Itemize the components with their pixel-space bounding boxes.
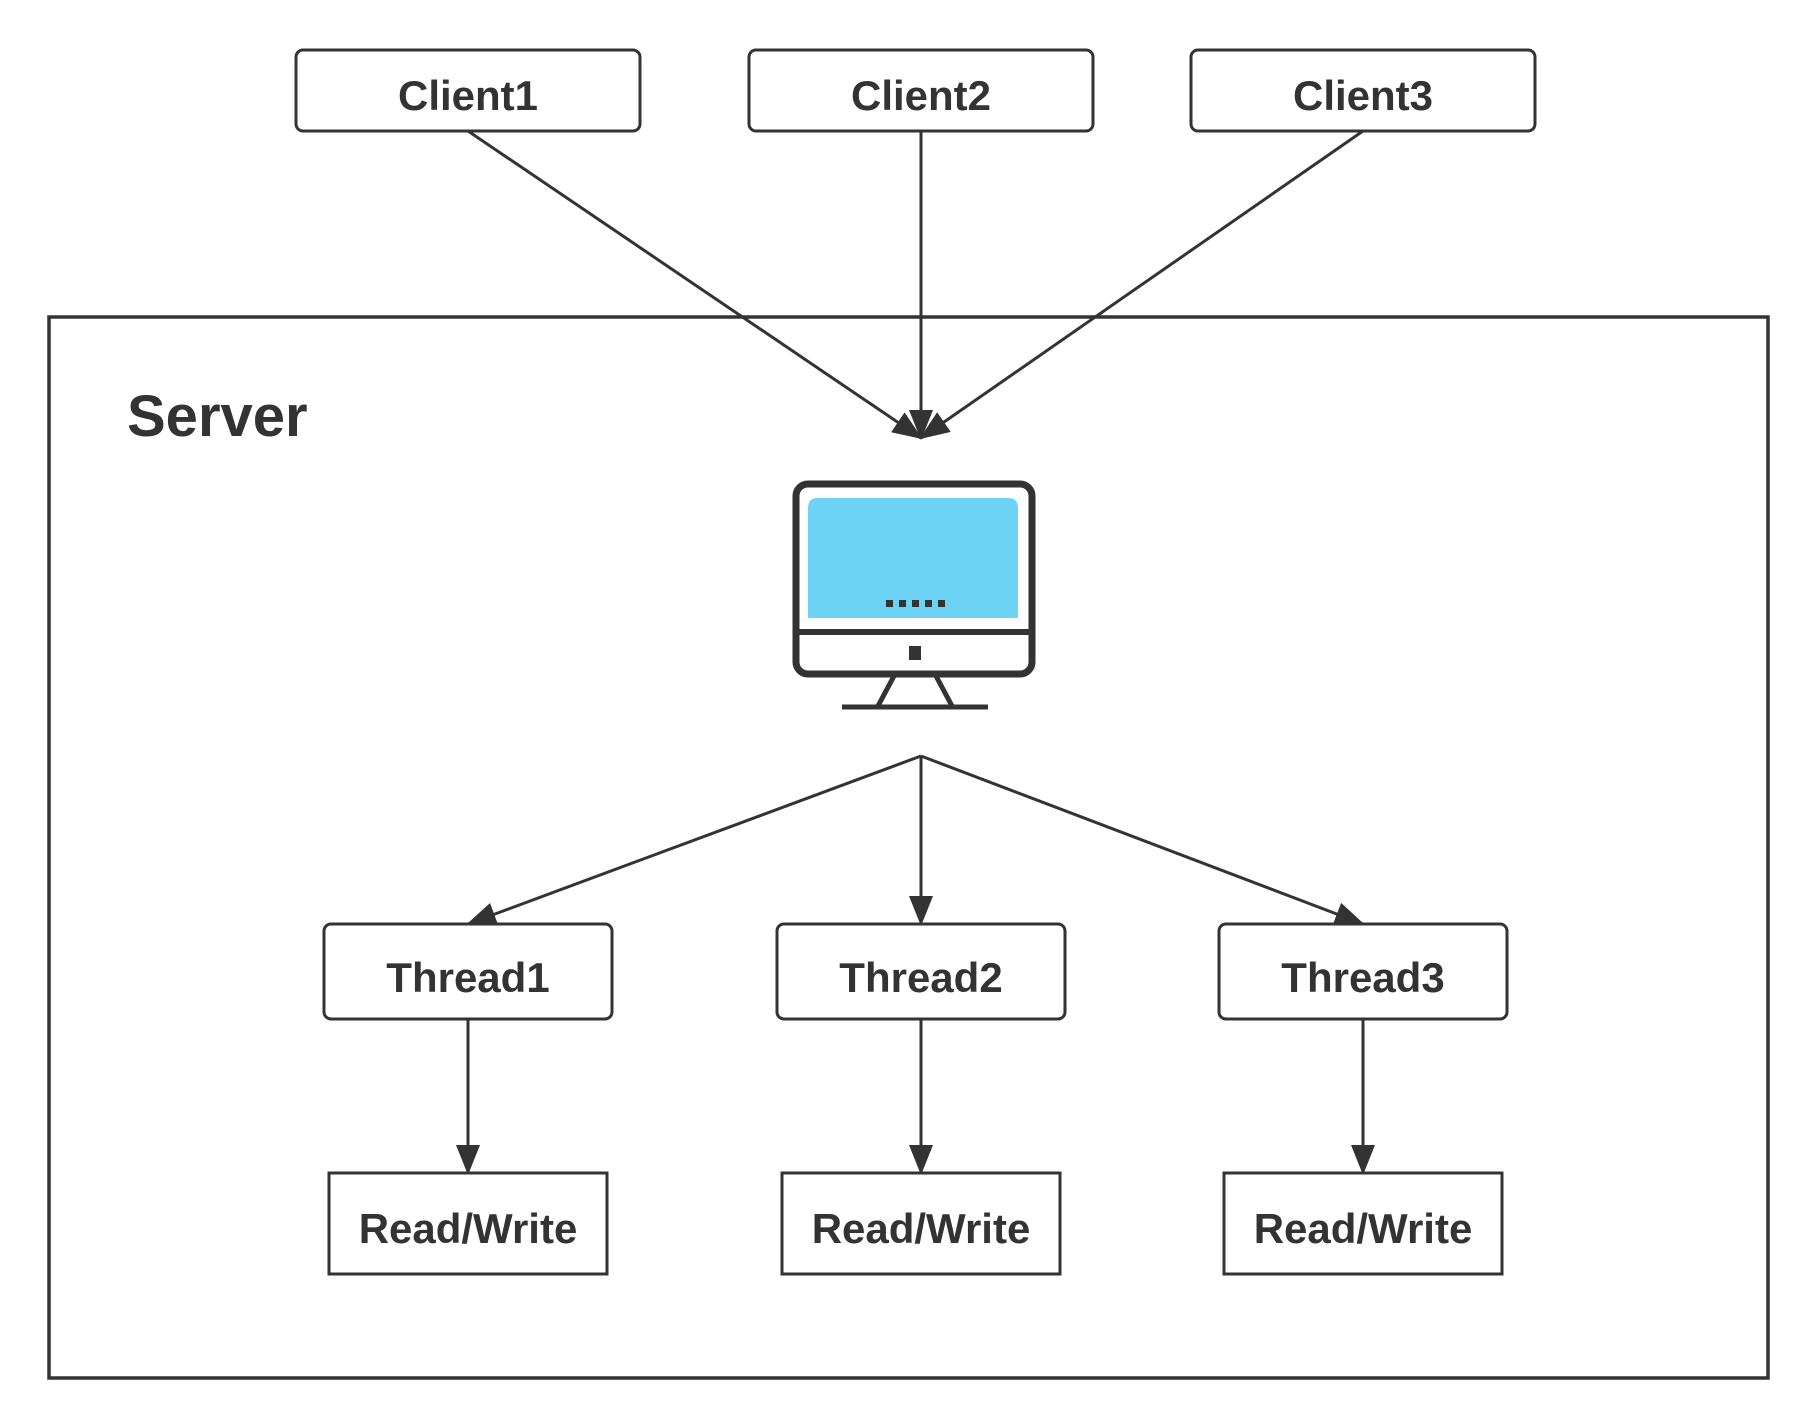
thread-label: Thread2 bbox=[839, 954, 1002, 1001]
read-write-node-1: Read/Write bbox=[327, 1171, 609, 1276]
client-node-1: Client1 bbox=[294, 48, 642, 133]
thread-node-3: Thread3 bbox=[1217, 922, 1509, 1021]
server-container bbox=[47, 315, 1770, 1380]
thread-label: Thread3 bbox=[1281, 954, 1444, 1001]
client-label: Client2 bbox=[851, 72, 991, 119]
server-label: Server bbox=[127, 384, 308, 449]
client-node-3: Client3 bbox=[1189, 48, 1537, 133]
thread-node-2: Thread2 bbox=[775, 922, 1067, 1021]
read-write-label: Read/Write bbox=[359, 1205, 578, 1252]
server-to-thread1-arrow bbox=[466, 754, 922, 926]
client-label: Client1 bbox=[398, 72, 538, 119]
read-write-label: Read/Write bbox=[1254, 1205, 1473, 1252]
read-write-node-2: Read/Write bbox=[780, 1171, 1062, 1276]
desktop-computer-icon bbox=[792, 480, 1036, 710]
client3-to-server-arrow bbox=[919, 129, 1364, 440]
client-node-2: Client2 bbox=[747, 48, 1095, 133]
read-write-node-3: Read/Write bbox=[1222, 1171, 1504, 1276]
read-write-label: Read/Write bbox=[812, 1205, 1031, 1252]
thread-node-1: Thread1 bbox=[322, 922, 614, 1021]
client-label: Client3 bbox=[1293, 72, 1433, 119]
server-to-thread3-arrow bbox=[920, 754, 1365, 926]
thread-label: Thread1 bbox=[386, 954, 549, 1001]
client1-to-server-arrow bbox=[467, 129, 923, 440]
